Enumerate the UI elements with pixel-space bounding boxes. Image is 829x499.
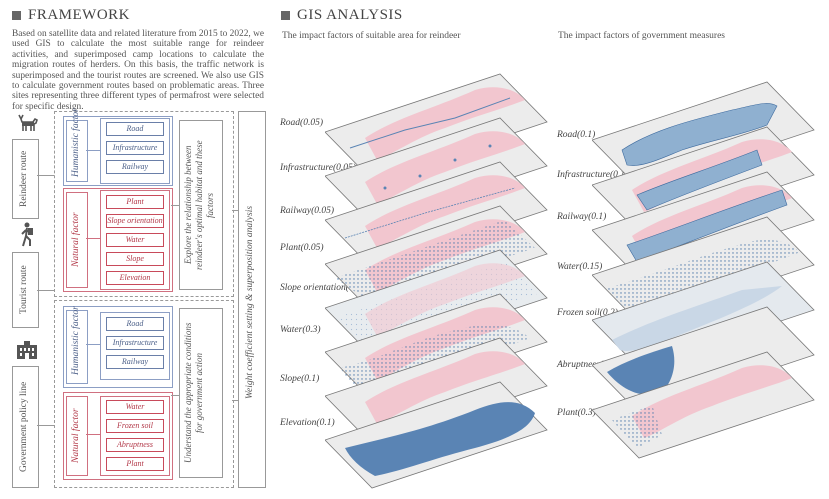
top-slope-orientation-item: Slope orientation	[106, 214, 164, 228]
bottom-road-item: Road	[106, 317, 164, 331]
right-subtitle: The impact factors of government measure…	[558, 31, 725, 41]
right-layer-abruptness	[592, 306, 815, 414]
reindeer-route-label: Reindeer route	[19, 150, 29, 208]
top-slope-item: Slope	[106, 252, 164, 266]
top-railway-item: Railway	[106, 160, 164, 174]
left-layer-slope-orientation	[325, 249, 548, 357]
left-layer-road	[325, 73, 548, 181]
right-layer-label-railway: Railway(0.1)	[557, 212, 607, 222]
bottom-railway-item: Railway	[106, 355, 164, 369]
government-route-label: Government policy line	[19, 381, 29, 473]
right-layer-road	[592, 81, 815, 189]
right-layer-infrastructure	[592, 126, 815, 234]
left-layer-label-elevation: Elevation(0.1)	[280, 418, 335, 428]
top-explain-text: Explore the relationship between reindee…	[183, 140, 215, 270]
bottom-frozen-soil-item: Frozen soil	[106, 419, 164, 433]
left-layer-label-road: Road(0.05)	[280, 118, 324, 128]
top-plant-item: Plant	[106, 195, 164, 209]
top-road-item: Road	[106, 122, 164, 136]
bottom-abruptness-item: Abruptness	[106, 438, 164, 452]
left-subtitle: The impact factors of suitable area for …	[282, 31, 461, 41]
top-elevation-item: Elevation	[106, 271, 164, 285]
reindeer-icon	[18, 114, 38, 131]
right-layer-label-plant: Plant(0.3)	[557, 408, 596, 418]
top-infrastructure-item: Infrastructure	[106, 141, 164, 155]
right-layer-label-road: Road(0.1)	[557, 130, 596, 140]
government-route-panel: Government policy line	[12, 340, 41, 490]
left-layer-label-slope-orientation: Slope orientation(0.3)	[280, 283, 364, 293]
bottom-explain-text: Understand the appropriate conditions fo…	[183, 322, 204, 464]
left-layer-water	[325, 293, 548, 401]
left-layer-infrastructure	[325, 117, 548, 225]
hiker-icon	[21, 222, 33, 247]
left-map-stack	[325, 73, 548, 489]
right-layer-frozen-soil	[592, 261, 815, 369]
left-layer-slope	[325, 337, 548, 445]
heading-square-icon	[12, 11, 21, 20]
government-building-icon	[17, 341, 37, 359]
left-layer-label-water: Water(0.3)	[280, 325, 321, 335]
reindeer-route-panel: Reindeer route	[12, 113, 41, 219]
right-layer-water	[592, 216, 815, 324]
bottom-natural-label: Natural factor	[71, 408, 81, 464]
top-factor-group	[54, 111, 234, 297]
left-layer-elevation	[325, 381, 548, 489]
top-water-item: Water	[106, 233, 164, 247]
right-layer-label-infrastructure: Infrastructure(0.1)	[557, 170, 629, 180]
left-layer-label-infrastructure: Infrastructure(0.05)	[280, 163, 356, 173]
bottom-humanistic-label: Humanistic factor	[71, 306, 81, 375]
bottom-plant-item: Plant	[106, 457, 164, 471]
gis-heading: GIS ANALYSIS	[281, 7, 403, 24]
bottom-infrastructure-item: Infrastructure	[106, 336, 164, 350]
weight-label: Weight coefficient setting & superpositi…	[245, 205, 255, 399]
top-natural-label: Natural factor	[71, 212, 81, 268]
left-layer-label-railway: Railway(0.05)	[280, 206, 335, 216]
tourist-route-panel: Tourist route	[12, 222, 41, 328]
left-layer-label-plant: Plant(0.05)	[280, 243, 324, 253]
heading-square-icon	[281, 11, 290, 20]
bottom-water-item: Water	[106, 400, 164, 414]
framework-heading: FRAMEWORK	[12, 7, 130, 24]
tourist-route-label: Tourist route	[19, 265, 29, 315]
bottom-factor-group	[54, 300, 234, 488]
left-layer-plant	[325, 205, 548, 313]
gis-title: GIS ANALYSIS	[297, 7, 403, 23]
framework-paragraph: Based on satellite data and related lite…	[12, 29, 264, 112]
framework-title: FRAMEWORK	[28, 7, 131, 23]
right-layer-plant	[592, 351, 815, 459]
left-layer-railway	[325, 161, 548, 269]
right-layer-label-frozen-soil: Frozen soil(0.2)	[557, 308, 618, 318]
top-humanistic-label: Humanistic factor	[71, 108, 81, 177]
right-map-stack	[592, 81, 815, 459]
right-layer-label-water: Water(0.15)	[557, 262, 603, 272]
right-layer-label-abruptness: Abruptness(0.05)	[557, 360, 623, 370]
left-layer-label-slope: Slope(0.1)	[280, 374, 320, 384]
right-layer-railway	[592, 171, 815, 279]
